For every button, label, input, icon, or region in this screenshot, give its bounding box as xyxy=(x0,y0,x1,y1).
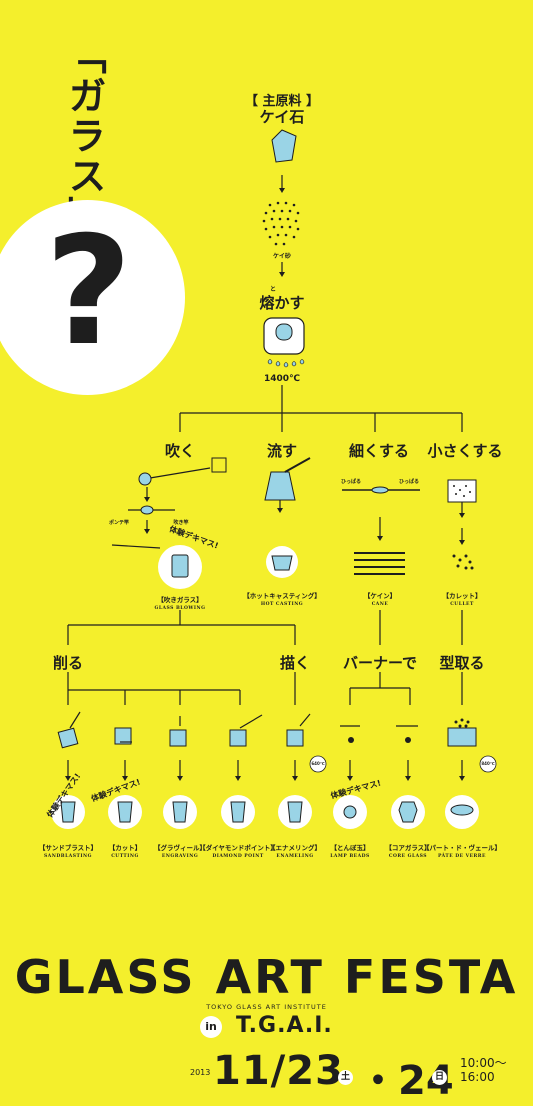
event-year: 2013 xyxy=(190,1068,211,1077)
event-day1: 土 xyxy=(338,1070,353,1085)
temp-pate: 840℃ xyxy=(481,761,495,766)
product-cutting: 【カット】CUTTING xyxy=(108,844,142,859)
temp-enamel: 640℃ xyxy=(311,761,325,766)
product-diamond-point: 【ダイヤモンドポイント】DIAMOND POINT xyxy=(199,844,277,859)
branch-small: 小さくする xyxy=(427,442,503,460)
product-enameling: 【エナメリング】ENAMELING xyxy=(269,844,321,859)
event-time: 10:00〜 16:00 xyxy=(460,1056,507,1084)
event-day2: 日 xyxy=(432,1070,447,1085)
method-carve: 削る xyxy=(52,654,83,672)
melt-label: 熔かす xyxy=(259,294,305,312)
technique-cane: 【ケイン】CANE xyxy=(363,592,397,607)
product-pate-de-verre: 【パート・ド・ヴェール】PÂTE DE VERRE xyxy=(423,844,501,859)
pontil-label: ポンテ竿 xyxy=(108,520,129,526)
flowchart-diagram xyxy=(51,129,497,829)
raw-material-bracket: 【 主原料 】 xyxy=(244,94,320,109)
technique-cullet: 【カレット】CULLET xyxy=(442,592,482,607)
technique-hot-casting: 【ホットキャスティング】HOT CASTING xyxy=(243,592,321,607)
method-burner: バーナーで xyxy=(342,654,418,672)
event-institute: TOKYO GLASS ART INSTITUTE xyxy=(206,1003,327,1011)
branch-pour: 流す xyxy=(266,442,297,460)
event-venue: T.G.A.I. xyxy=(236,1013,333,1038)
product-sandblasting: 【サンドブラスト】SANDBLASTING xyxy=(38,844,98,859)
product-engraving: 【グラヴィール】ENGRAVING xyxy=(154,844,206,859)
temperature-label: 1400℃ xyxy=(264,374,300,384)
event-name: GLASS ART FESTA xyxy=(14,950,519,1004)
branch-blow: 吹く xyxy=(164,442,195,460)
event-time-end: 16:00 xyxy=(460,1070,495,1084)
technique-glass-blowing: 【吹きガラス】GLASS BLOWING xyxy=(154,596,206,611)
event-in: in xyxy=(200,1016,222,1038)
pull-right-label: ひっぱる xyxy=(398,479,419,485)
question-circle xyxy=(0,200,185,395)
melt-ruby: と xyxy=(269,286,276,293)
sand-label: ケイ砂 xyxy=(273,253,291,260)
blowpipe-label: 吹き竿 xyxy=(173,520,189,526)
event-time-start: 10:00〜 xyxy=(460,1056,507,1070)
pull-left-label: ひっぱる xyxy=(340,479,361,485)
method-mold: 型取る xyxy=(439,654,485,672)
method-draw: 描く xyxy=(279,654,310,672)
question-mark: ? xyxy=(45,205,133,379)
product-lamp-beads: 【とんぼ玉】LAMP BEADS xyxy=(330,844,370,859)
event-date-main: 11/23 xyxy=(213,1048,344,1094)
product-core-glass: 【コアガラス】CORE GLASS xyxy=(385,844,431,859)
raw-material-label: ケイ石 xyxy=(259,108,305,126)
branch-thin: 細くする xyxy=(348,442,409,460)
